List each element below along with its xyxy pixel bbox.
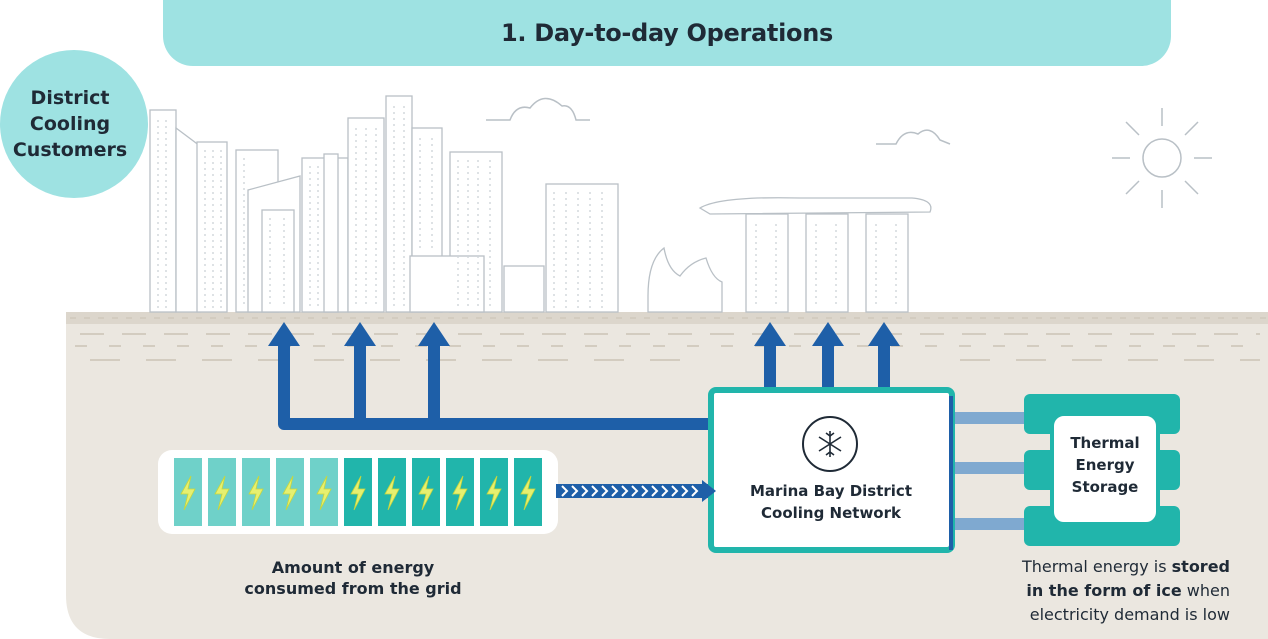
chevron-right-icon — [581, 485, 589, 497]
page-title: 1. Day-to-day Operations — [501, 19, 833, 47]
flow-arrowhead-icon — [702, 480, 716, 502]
lightning-bolt-icon — [316, 475, 332, 511]
storage-label: Thermal Energy Storage — [1070, 434, 1140, 496]
chevron-right-icon — [651, 485, 659, 497]
chevron-right-icon — [601, 485, 609, 497]
lightning-bolt-icon — [486, 475, 502, 511]
title-banner: 1. Day-to-day Operations — [163, 0, 1171, 66]
storage-caption-bold1: stored — [1171, 557, 1230, 576]
chevron-right-icon — [661, 485, 669, 497]
lightning-bolt-icon — [282, 475, 298, 511]
chevron-right-icon — [631, 485, 639, 497]
energy-caption-line1: Amount of energy — [271, 558, 435, 577]
lightning-bolt-icon — [418, 475, 434, 511]
up-arrow-icons — [268, 322, 900, 346]
customers-label: District Cooling Customers — [12, 87, 128, 161]
thermal-storage-box — [1050, 412, 1160, 526]
lightning-bolt-icon — [180, 475, 196, 511]
energy-caption-line2: consumed from the grid — [244, 579, 462, 598]
city-skyline — [149, 95, 932, 313]
storage-caption-bold2: in the form of ice — [1026, 581, 1182, 600]
storage-caption-line3: electricity demand is low — [1029, 605, 1230, 624]
lightning-bolt-icon — [214, 475, 230, 511]
ground-texture — [70, 317, 1266, 361]
chevron-right-icon — [561, 485, 569, 497]
flow-chevrons — [561, 485, 699, 497]
chevron-right-icon — [671, 485, 679, 497]
cloud-icon — [486, 97, 590, 121]
lightning-bolt-icon — [452, 475, 468, 511]
ground-surface-strip — [66, 312, 1268, 324]
lightning-bolt-icon — [350, 475, 366, 511]
chevron-right-icon — [691, 485, 699, 497]
chevron-right-icon — [611, 485, 619, 497]
battery-cells — [174, 458, 542, 526]
storage-caption-prefix: Thermal energy is — [1021, 557, 1172, 576]
customers-badge: District Cooling Customers — [0, 50, 148, 198]
chevron-right-icon — [591, 485, 599, 497]
chevron-right-icon — [681, 485, 689, 497]
ground — [66, 312, 1268, 639]
snowflake-icon — [802, 416, 858, 472]
sun-icon — [1112, 108, 1212, 208]
storage-caption: Thermal energy is stored in the form of … — [980, 555, 1230, 627]
cloud-icon — [876, 129, 951, 145]
storage-pipes — [952, 412, 1026, 530]
chevron-right-icon — [571, 485, 579, 497]
energy-caption: Amount of energy consumed from the grid — [222, 557, 484, 599]
lightning-bolt-icon — [384, 475, 400, 511]
network-label: Marina Bay District Cooling Network — [750, 482, 912, 522]
chevron-right-icon — [641, 485, 649, 497]
chevron-right-icon — [621, 485, 629, 497]
skyline-windows — [157, 106, 897, 308]
lightning-bolt-icon — [248, 475, 264, 511]
lightning-bolt-icon — [520, 475, 536, 511]
storage-caption-suffix: when — [1181, 581, 1230, 600]
distribution-pipes — [278, 342, 890, 430]
